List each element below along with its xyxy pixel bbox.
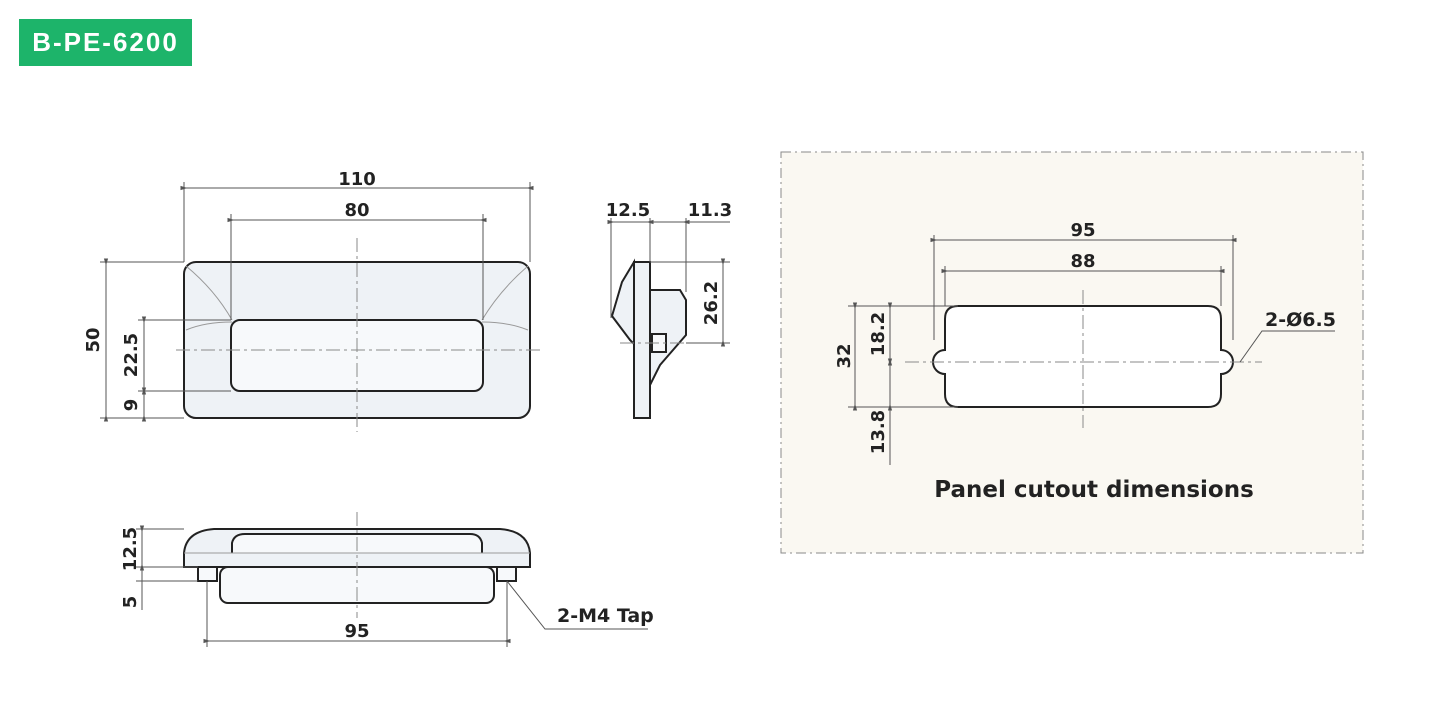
dim-side-depth: 11.3	[688, 200, 732, 221]
dim-bottom-hole-pitch: 95	[344, 621, 369, 642]
dim-front-height: 50	[83, 327, 104, 352]
front-view: 110 80 50 22.5 9	[83, 169, 540, 432]
dim-front-bottom-offset: 9	[121, 399, 142, 412]
dim-bottom-height: 12.5	[120, 527, 141, 571]
dim-cutout-upper: 18.2	[868, 312, 889, 356]
dim-cutout-inner-width: 88	[1070, 251, 1095, 272]
dim-side-flange: 12.5	[606, 200, 650, 221]
dim-bottom-boss: 5	[120, 596, 141, 609]
bottom-view: 12.5 5 95 2-M4 Tap	[120, 512, 654, 647]
model-badge: B-PE-6200	[19, 19, 192, 66]
side-view: 12.5 11.3 26.2	[606, 200, 732, 419]
dim-cutout-width: 95	[1070, 220, 1095, 241]
hole-label: 2-Ø6.5	[1265, 309, 1336, 331]
right-boss	[496, 566, 517, 582]
front-grip-recess	[230, 319, 484, 392]
dim-side-body-height: 26.2	[701, 281, 722, 325]
dim-cutout-lower: 13.8	[868, 410, 889, 454]
cutout-shape	[932, 305, 1234, 408]
tap-label: 2-M4 Tap	[557, 605, 654, 627]
dim-cutout-height: 32	[834, 343, 855, 368]
side-body	[649, 289, 687, 386]
left-boss	[197, 566, 218, 582]
side-flange	[633, 261, 651, 419]
dim-front-inner-width: 80	[344, 200, 369, 221]
panel-cutout: 95 88 32 18.2 13.8 2-Ø6.5 Panel cutout d…	[780, 151, 1364, 554]
dim-front-grip-height: 22.5	[121, 333, 142, 377]
dim-front-width: 110	[338, 169, 376, 190]
cutout-title: Panel cutout dimensions	[934, 477, 1254, 503]
